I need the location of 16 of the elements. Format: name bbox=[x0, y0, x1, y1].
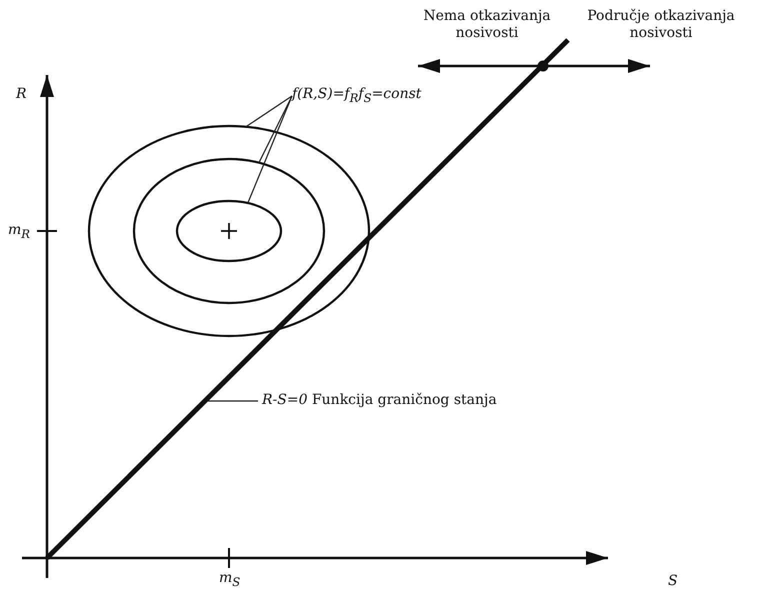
contour-ellipse bbox=[132, 158, 326, 304]
leader-line bbox=[247, 96, 293, 204]
leader-line bbox=[258, 96, 293, 163]
limit-state-line bbox=[45, 38, 570, 560]
leader-line bbox=[246, 96, 292, 128]
formula-label: f(R,S)=f$_{R}$f$_{S}$=const bbox=[292, 86, 422, 107]
contour-ellipse bbox=[176, 200, 282, 262]
leader-line bbox=[208, 400, 258, 402]
region-label: Područje otkazivanja nosivosti bbox=[586, 8, 736, 42]
region-label: Nema otkazivanja nosivosti bbox=[422, 8, 552, 42]
tick-label: m$_{R}$ bbox=[8, 222, 30, 243]
axis-label: S bbox=[668, 573, 678, 590]
contour-ellipse bbox=[88, 124, 370, 338]
axis-label: R bbox=[16, 86, 27, 103]
limit-state-label: R-S=0 Funkcija graničnog stanja bbox=[262, 392, 497, 409]
tick-label: m$_{S}$ bbox=[219, 570, 240, 591]
